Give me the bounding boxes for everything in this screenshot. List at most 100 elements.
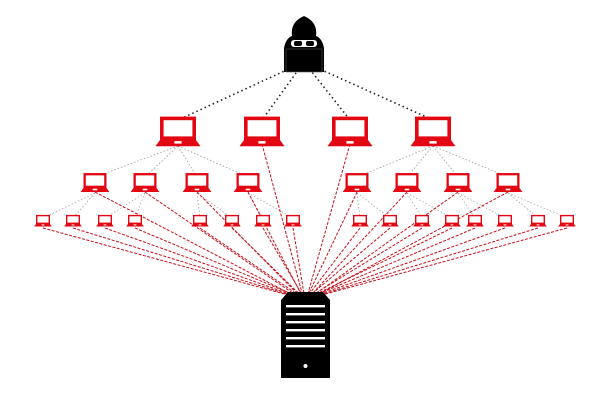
laptop-trackpad [388, 224, 392, 226]
target-server-icon [281, 292, 330, 378]
laptop-trackpad [473, 224, 477, 226]
laptop-display [354, 216, 366, 223]
attack-link [317, 227, 568, 297]
attack-link [292, 227, 305, 297]
hacker-laptop [285, 48, 323, 73]
bot-link [94, 145, 179, 178]
attack-link [231, 227, 302, 297]
attack-link [316, 227, 539, 297]
attack-link [314, 191, 509, 297]
bot-link [457, 192, 476, 219]
attacker-hacker-icon [284, 16, 324, 73]
tier2-laptop-icon [493, 173, 523, 193]
bot-link [356, 145, 434, 178]
bot-link [432, 145, 459, 178]
laptop-trackpad [404, 188, 410, 191]
attack-link [312, 227, 453, 297]
laptop-trackpad [354, 188, 360, 191]
laptop-display [347, 175, 367, 186]
laptop-trackpad [450, 224, 454, 226]
tier3-laptop-icon [466, 214, 484, 227]
tier3-laptop-icon [284, 214, 302, 227]
laptop-trackpad [346, 141, 354, 144]
tier3-laptop-icon [126, 214, 144, 227]
laptop-display [498, 175, 518, 186]
attack-link [307, 227, 361, 297]
laptop-display [226, 216, 238, 223]
tier3-laptop-icon [64, 214, 82, 227]
bot-link [457, 192, 506, 219]
laptop-trackpad [103, 224, 107, 226]
bot-link [177, 145, 249, 178]
tier3-laptop-icon [381, 214, 399, 227]
laptop-display [397, 175, 417, 186]
tier2-laptop-icon [80, 173, 110, 193]
laptop-trackpad [230, 224, 234, 226]
command-link [303, 61, 434, 121]
tier2-laptop-icon [392, 173, 422, 193]
laptop-trackpad [71, 224, 75, 226]
laptop-display [99, 216, 111, 223]
server-slot [286, 321, 325, 324]
laptop-display [416, 216, 428, 223]
laptop-trackpad [420, 224, 424, 226]
laptop-display [418, 120, 448, 137]
bot-link [432, 145, 509, 178]
bot-link [247, 192, 294, 219]
bot-link [42, 192, 96, 219]
command-link [177, 61, 305, 121]
tier3-laptop-icon [413, 214, 431, 227]
tier2-laptop-icon [443, 173, 473, 193]
tier3-laptop-icon [443, 214, 461, 227]
attack-link [196, 191, 300, 297]
laptop-display [67, 216, 79, 223]
tier1-laptop-icon [239, 116, 285, 147]
attack-link [134, 227, 297, 297]
server-slot [286, 329, 325, 332]
tier3-laptop-icon [223, 214, 241, 227]
laptop-display [135, 175, 155, 186]
attack-link [313, 227, 476, 297]
tier3-laptop-icon [96, 214, 114, 227]
server-slot [286, 305, 325, 308]
bot-link [356, 192, 361, 219]
laptop-trackpad [92, 188, 98, 191]
laptop-display [238, 175, 258, 186]
laptop-display [287, 216, 299, 223]
bot-link [134, 192, 146, 219]
server-power-light [303, 364, 308, 368]
command-link [261, 61, 305, 121]
bot-link [104, 192, 146, 219]
laptop-display [335, 120, 365, 137]
bot-link [507, 192, 539, 219]
bot-link [177, 145, 198, 178]
bot-link [406, 145, 434, 178]
laptop-trackpad [245, 188, 251, 191]
command-link [303, 61, 351, 121]
laptop-trackpad [198, 224, 202, 226]
laptop-display [499, 216, 511, 223]
laptop-trackpad [142, 188, 148, 191]
laptop-display [85, 175, 105, 186]
attack-link [310, 227, 423, 297]
laptop-trackpad [174, 141, 182, 144]
nodes [34, 16, 576, 378]
attack-link [72, 227, 294, 297]
bot-link [196, 192, 201, 219]
links [42, 61, 568, 297]
laptop-trackpad [41, 224, 45, 226]
tier2-laptop-icon [233, 173, 263, 193]
bot-link [406, 192, 423, 219]
laptop-trackpad [503, 224, 507, 226]
attack-link [314, 227, 506, 297]
bot-link [196, 192, 233, 219]
tier3-laptop-icon [191, 214, 209, 227]
attack-link [199, 227, 301, 297]
hacker-lens-left [294, 41, 302, 46]
hacker-lens-right [306, 41, 314, 46]
tier3-laptop-icon [254, 214, 272, 227]
laptop-display [187, 175, 207, 186]
bot-link [72, 192, 96, 219]
laptop-display [384, 216, 396, 223]
server-slot [286, 313, 325, 316]
